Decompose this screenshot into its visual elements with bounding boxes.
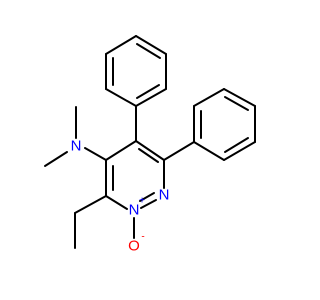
bond-ethyl-ch2 — [74, 195, 107, 214]
bond-c4-nme2 — [84, 147, 107, 161]
phenyl-ring-right — [163, 88, 256, 161]
phenyl-ring-top — [105, 35, 167, 142]
bond-n1-n2 — [140, 199, 157, 209]
charge-label-o-minus: - — [141, 232, 144, 243]
atom-label-amine-n: N — [71, 138, 82, 155]
bond-c6-phenyl — [163, 141, 195, 161]
atom-label-ring-n: N — [159, 187, 170, 204]
phenyl-right-bond — [223, 88, 256, 107]
bond-c5-c6-inner — [138, 148, 159, 163]
phenyl-right-bond — [224, 96, 249, 111]
ethyl-group — [74, 195, 107, 249]
phenyl-top-bond — [105, 35, 137, 55]
bond-n-methyl-left — [44, 151, 68, 167]
phenyl-right-bond — [223, 141, 256, 161]
phenyl-right-bond — [224, 137, 249, 153]
pyridazine-ring — [105, 140, 165, 210]
phenyl-top-bond — [136, 43, 161, 59]
phenyl-top-bond — [135, 88, 167, 107]
bond-c4-c5 — [105, 140, 137, 161]
bond-n1-n2-inner — [139, 192, 155, 202]
phenyl-right-bond — [193, 141, 225, 161]
phenyl-top-bond — [135, 35, 167, 55]
molecule-structure-diagram: N N + N O - — [44, 35, 256, 255]
bond-n2-c3 — [105, 195, 128, 210]
charge-label-n-plus: + — [139, 196, 145, 207]
phenyl-top-bond — [136, 84, 160, 99]
atom-label-ring-n-plus: N — [129, 202, 140, 219]
phenyl-top-bond — [105, 88, 137, 107]
phenyl-right-bond — [193, 88, 225, 107]
dimethylamino-group — [44, 106, 107, 167]
bond-c5-c6 — [135, 140, 165, 161]
atom-label-oxide-o: O — [128, 238, 140, 255]
